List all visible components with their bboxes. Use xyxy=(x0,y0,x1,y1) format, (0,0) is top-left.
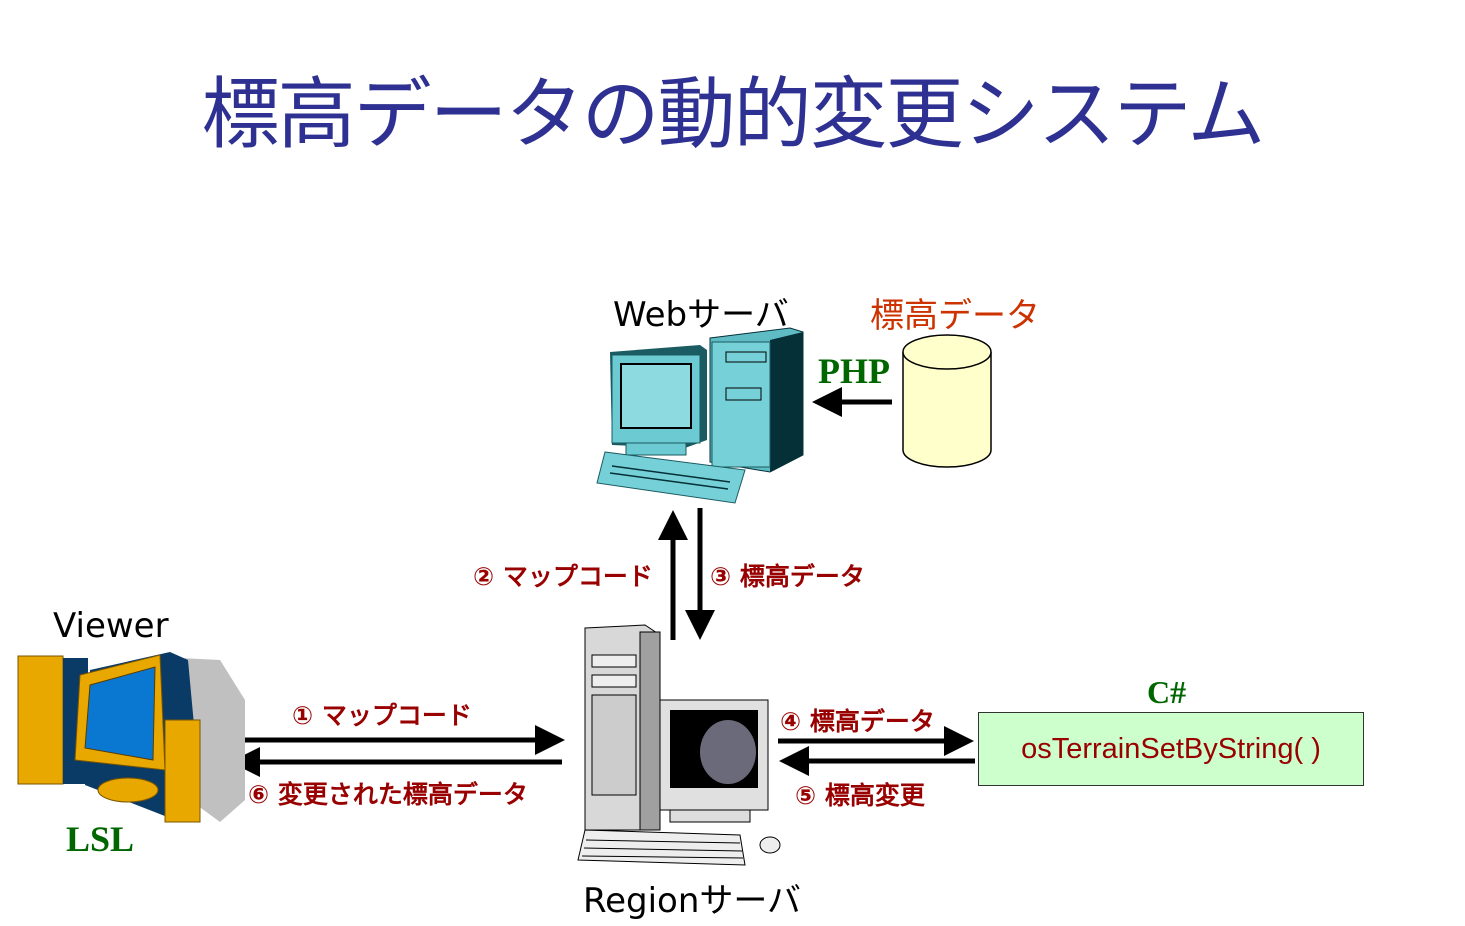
function-name: osTerrainSetByString( ) xyxy=(1021,732,1321,765)
database-cylinder-icon xyxy=(902,334,992,468)
step-4-label: ④ 標高データ xyxy=(780,707,935,736)
viewer-label: Viewer xyxy=(53,606,169,646)
viewer-computer-icon xyxy=(17,652,245,823)
web-server-label: Webサーバ xyxy=(613,295,789,335)
csharp-label: C# xyxy=(1147,674,1187,710)
function-box: osTerrainSetByString( ) xyxy=(978,712,1364,786)
web-server-computer-icon xyxy=(596,327,804,504)
step-2-label: ② マップコード xyxy=(473,562,653,591)
step-5-label: ⑤ 標高変更 xyxy=(795,781,925,810)
region-server-computer-icon xyxy=(577,624,781,866)
step-1-label: ① マップコード xyxy=(292,701,472,730)
database-label: 標高データ xyxy=(870,296,1040,336)
page-title: 標高データの動的変更システム xyxy=(201,70,1266,160)
region-server-label: Regionサーバ xyxy=(583,881,802,921)
php-label: PHP xyxy=(818,351,890,391)
lsl-label: LSL xyxy=(66,819,135,859)
step-3-label: ③ 標高データ xyxy=(710,562,865,591)
step-6-label: ⑥ 変更された標高データ xyxy=(248,780,528,809)
